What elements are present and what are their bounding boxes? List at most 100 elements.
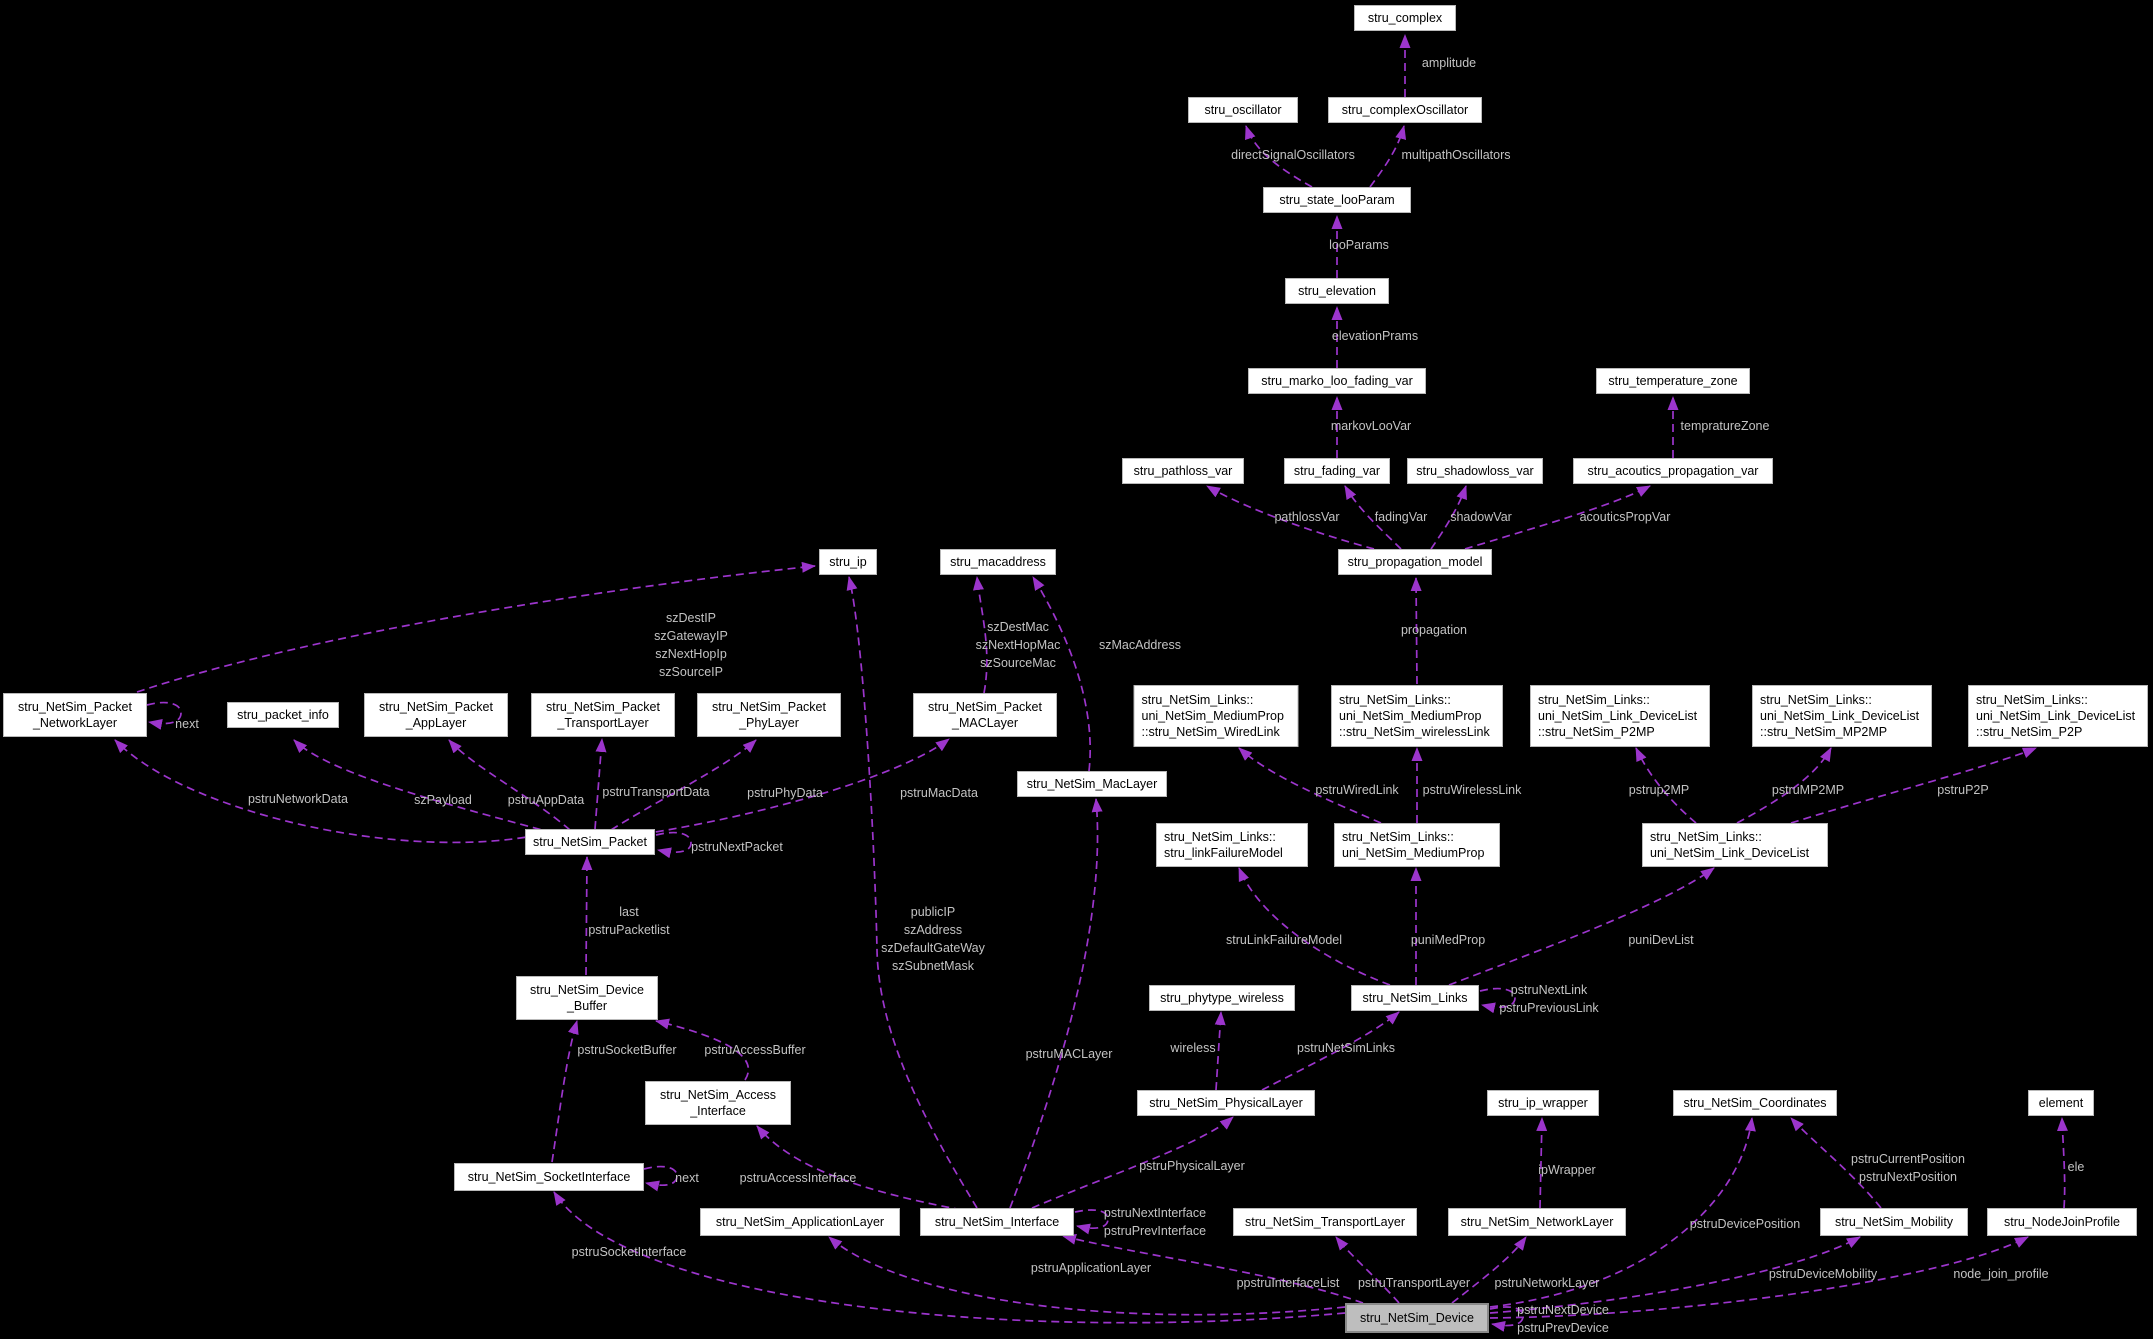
node-wiredLink[interactable]: stru_NetSim_Links:: uni_NetSim_MediumPro… [1133, 685, 1299, 747]
edge-label-multipathOscillators: multipathOscillators [1401, 148, 1511, 162]
edge-label-szPayload: szPayload [414, 793, 472, 807]
edge-24 [1009, 798, 1103, 1209]
node-device[interactable]: stru_NetSim_Device [1345, 1303, 1489, 1333]
edge-label-pstruDeviceMobility: pstruDeviceMobility [1768, 1267, 1878, 1281]
edge-label-pstruNetSimLinks: pstruNetSimLinks [1297, 1041, 1395, 1055]
node-appLayer[interactable]: stru_NetSim_ApplicationLayer [700, 1208, 900, 1236]
node-linkFailure[interactable]: stru_NetSim_Links:: stru_linkFailureMode… [1156, 823, 1308, 867]
node-fading[interactable]: stru_fading_var [1284, 458, 1390, 484]
node-mp2mp[interactable]: stru_NetSim_Links:: uni_NetSim_Link_Devi… [1752, 685, 1932, 747]
edge-label-pstruPhysicalLayer: pstruPhysicalLayer [1139, 1159, 1245, 1173]
edge-51 [756, 1125, 963, 1211]
edge-label-interface_ips: publicIP szAddress szDefaultGateWay szSu… [881, 905, 985, 973]
node-complex[interactable]: stru_complex [1354, 5, 1456, 31]
edge-8 [1344, 485, 1402, 550]
node-access[interactable]: stru_NetSim_Access _Interface [645, 1081, 791, 1125]
edge-18 [610, 739, 757, 831]
edge-40 [1451, 1236, 1527, 1304]
node-coordinates[interactable]: stru_NetSim_Coordinates [1673, 1090, 1837, 1116]
node-pktMac[interactable]: stru_NetSim_Packet _MACLayer [913, 693, 1057, 737]
edge-15 [293, 739, 554, 834]
edge-35 [1261, 1011, 1400, 1091]
edge-label-pstruAccessBuffer: pstruAccessBuffer [704, 1043, 806, 1057]
node-buffer[interactable]: stru_NetSim_Device _Buffer [516, 976, 658, 1020]
edge-label-pstruSocketBuffer: pstruSocketBuffer [577, 1043, 677, 1057]
edge-23 [846, 576, 978, 1209]
node-networkLayer[interactable]: stru_NetSim_NetworkLayer [1448, 1208, 1626, 1236]
edge-20 [655, 831, 692, 859]
node-phytype[interactable]: stru_phytype_wireless [1149, 985, 1295, 1011]
edge-label-looParams: looParams [1329, 238, 1389, 252]
edge-label-pstruWirelessLink: pstruWirelessLink [1422, 783, 1522, 797]
node-elevation[interactable]: stru_elevation [1285, 278, 1389, 304]
edge-label-pstruApplicationLayer: pstruApplicationLayer [1030, 1261, 1152, 1275]
edge-label-ip_members: szDestIP szGatewayIP szNextHopIp szSourc… [654, 611, 728, 679]
edge-label-struLinkFailureModel: struLinkFailureModel [1225, 933, 1343, 947]
node-transportLayer[interactable]: stru_NetSim_TransportLayer [1233, 1208, 1417, 1236]
edge-label-directSignalOscillators: directSignalOscillators [1231, 148, 1355, 162]
node-mobility[interactable]: stru_NetSim_Mobility [1820, 1208, 1968, 1236]
edge-label-tempratureZone: tempratureZone [1680, 419, 1770, 433]
node-complexOscillator[interactable]: stru_complexOscillator [1328, 97, 1482, 123]
node-interface[interactable]: stru_NetSim_Interface [920, 1208, 1074, 1236]
edge-label-pstruDevicePosition: pstruDevicePosition [1689, 1217, 1801, 1231]
node-pathloss[interactable]: stru_pathloss_var [1122, 458, 1244, 484]
node-links[interactable]: stru_NetSim_Links [1351, 985, 1479, 1011]
node-packetInfo[interactable]: stru_packet_info [227, 702, 339, 728]
edge-1 [1245, 125, 1313, 188]
edge-label-interface_self: pstruNextInterface pstruPrevInterface [1103, 1206, 1207, 1238]
node-temperature[interactable]: stru_temperature_zone [1596, 368, 1750, 394]
node-p2mp[interactable]: stru_NetSim_Links:: uni_NetSim_Link_Devi… [1530, 685, 1710, 747]
edge-50 [655, 1018, 750, 1081]
node-p2p[interactable]: stru_NetSim_Links:: uni_NetSim_Link_Devi… [1968, 685, 2148, 747]
node-shadowloss[interactable]: stru_shadowloss_var [1407, 458, 1543, 484]
edge-28 [1736, 747, 1832, 824]
edge-label-pstruSocketInterface: pstruSocketInterface [571, 1245, 687, 1259]
edge-25 [1238, 747, 1382, 824]
edge-12 [136, 561, 816, 693]
edge-label-ele: ele [2067, 1160, 2085, 1174]
edge-label-puniDevList: puniDevList [1628, 933, 1694, 947]
edge-label-pstruTransportLayer: pstruTransportLayer [1357, 1276, 1471, 1290]
node-physical[interactable]: stru_NetSim_PhysicalLayer [1137, 1090, 1315, 1116]
node-mediumProp[interactable]: stru_NetSim_Links:: uni_NetSim_MediumPro… [1334, 823, 1500, 867]
edge-label-shadowVar: shadowVar [1450, 510, 1512, 524]
node-deviceList[interactable]: stru_NetSim_Links:: uni_NetSim_Link_Devi… [1642, 823, 1828, 867]
node-propmodel[interactable]: stru_propagation_model [1338, 549, 1492, 575]
edge-44 [1489, 1306, 1524, 1332]
edge-38 [1062, 1233, 1364, 1304]
node-macaddress[interactable]: stru_macaddress [940, 549, 1056, 575]
node-marko[interactable]: stru_marko_loo_fading_var [1248, 368, 1426, 394]
node-wirelessLink[interactable]: stru_NetSim_Links:: uni_NetSim_MediumPro… [1331, 685, 1503, 747]
edge-52 [581, 856, 593, 976]
node-stateLooParam[interactable]: stru_state_looParam [1263, 187, 1411, 213]
node-pktTransport[interactable]: stru_NetSim_Packet _TransportLayer [531, 693, 675, 737]
node-oscillator[interactable]: stru_oscillator [1188, 97, 1298, 123]
node-macLayer[interactable]: stru_NetSim_MacLayer [1017, 771, 1167, 797]
edge-34 [1214, 1011, 1226, 1091]
edge-22 [1032, 576, 1091, 772]
edge-label-pstruMacData: pstruMacData [900, 786, 978, 800]
edge-label-fadingVar: fadingVar [1374, 510, 1428, 524]
edge-10 [1464, 485, 1651, 550]
node-element[interactable]: element [2028, 1090, 2094, 1116]
edge-label-packet_list: last pstruPacketlist [588, 905, 670, 937]
edge-label-pstruNetworkLayer: pstruNetworkLayer [1494, 1276, 1600, 1290]
node-packet[interactable]: stru_NetSim_Packet [525, 829, 655, 855]
edge-54 [1031, 1116, 1234, 1209]
node-socket[interactable]: stru_NetSim_SocketInterface [454, 1163, 644, 1191]
edge-label-pstruAppData: pstruAppData [507, 793, 585, 807]
edge-33 [1479, 987, 1516, 1014]
node-pktPhy[interactable]: stru_NetSim_Packet _PhyLayer [697, 693, 841, 737]
node-pktNetwork[interactable]: stru_NetSim_Packet _NetworkLayer [3, 693, 147, 737]
node-acoutics[interactable]: stru_acoutics_propagation_var [1573, 458, 1773, 484]
edge-label-pstruPhyData: pstruPhyData [747, 786, 823, 800]
node-ipWrapperBox[interactable]: stru_ip_wrapper [1487, 1090, 1599, 1116]
edge-label-ppstruInterfaceList: ppstruInterfaceList [1236, 1276, 1340, 1290]
node-pktApp[interactable]: stru_NetSim_Packet _AppLayer [364, 693, 508, 737]
edge-41 [1489, 1117, 1756, 1308]
node-ip[interactable]: stru_ip [819, 549, 877, 575]
edge-label-propagation: propagation [1400, 623, 1468, 637]
node-nodeJoin[interactable]: stru_NodeJoinProfile [1987, 1208, 2137, 1236]
